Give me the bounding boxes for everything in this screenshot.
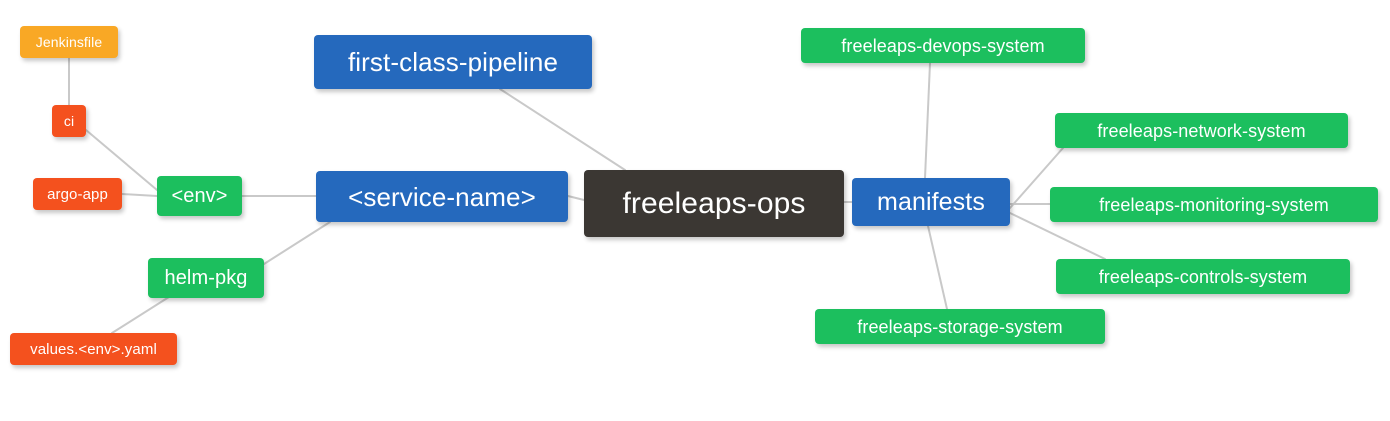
mindmap-node-argo-app[interactable]: argo-app — [33, 178, 122, 210]
mindmap-node-freeleaps-storage-system[interactable]: freeleaps-storage-system — [815, 309, 1105, 344]
edge-argo-app-to-env — [121, 193, 158, 197]
mindmap-node-values-env-yaml[interactable]: values.<env>.yaml — [10, 333, 177, 365]
edge-service-name-to-freeleaps-ops — [567, 195, 585, 201]
mindmap-node-env[interactable]: <env> — [157, 176, 242, 216]
mindmap-node-jenkinsfile[interactable]: Jenkinsfile — [20, 26, 118, 58]
mindmap-node-service-name[interactable]: <service-name> — [316, 171, 568, 222]
edge-first-class-pipeline-to-freeleaps-ops — [499, 88, 626, 171]
mindmap-node-manifests[interactable]: manifests — [852, 178, 1010, 226]
mindmap-node-ci[interactable]: ci — [52, 105, 86, 137]
mindmap-node-first-class-pipeline[interactable]: first-class-pipeline — [314, 35, 592, 89]
mindmap-node-helm-pkg[interactable]: helm-pkg — [148, 258, 264, 298]
edge-manifests-to-freeleaps-storage-system — [927, 225, 948, 310]
mindmap-node-freeleaps-controls-system[interactable]: freeleaps-controls-system — [1056, 259, 1350, 294]
mindmap-node-freeleaps-monitoring-system[interactable]: freeleaps-monitoring-system — [1050, 187, 1378, 222]
mindmap-node-freeleaps-network-system[interactable]: freeleaps-network-system — [1055, 113, 1348, 148]
edge-service-name-to-helm-pkg — [263, 221, 331, 265]
mindmap-node-freeleaps-ops[interactable]: freeleaps-ops — [584, 170, 844, 237]
mindmap-node-freeleaps-devops-system[interactable]: freeleaps-devops-system — [801, 28, 1085, 63]
edge-manifests-to-freeleaps-devops-system — [924, 62, 931, 179]
